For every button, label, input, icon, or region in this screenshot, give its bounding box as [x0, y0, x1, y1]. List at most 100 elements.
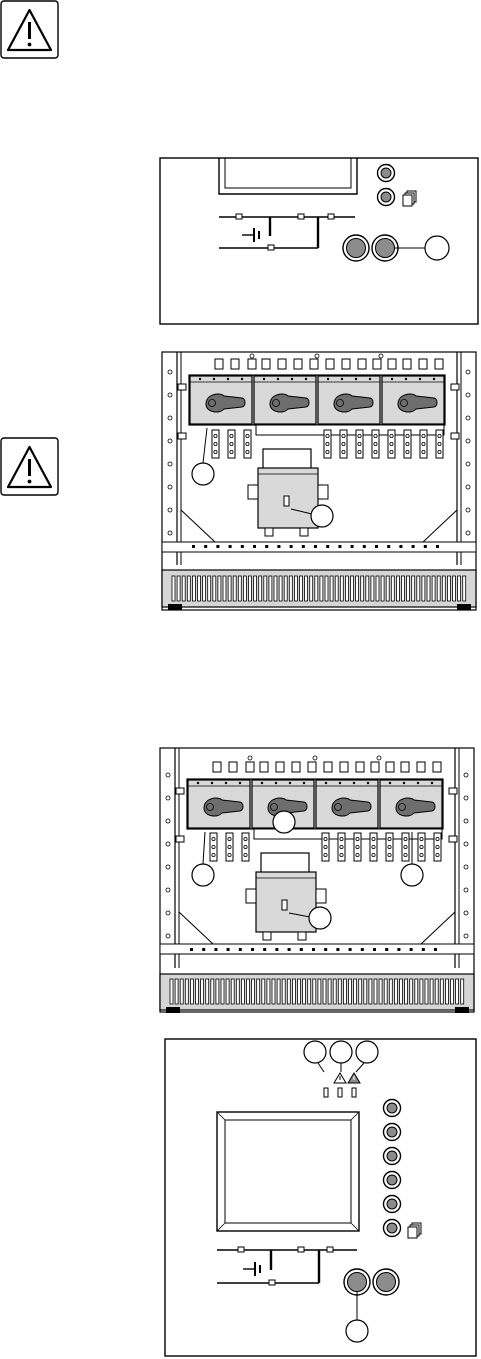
vent-slot	[228, 576, 231, 601]
vent-slot	[427, 576, 430, 601]
vent-slot	[259, 576, 262, 601]
vent-slot	[361, 576, 364, 601]
vent-slot	[170, 979, 173, 1004]
vent-slot	[241, 979, 244, 1004]
rail-rivet	[227, 948, 230, 951]
terminal-block	[212, 430, 219, 458]
callout-circle	[309, 907, 331, 929]
vent-slot	[412, 576, 415, 601]
vent-slot	[284, 576, 287, 601]
terminal-block	[310, 359, 318, 369]
control-button	[373, 1269, 399, 1295]
rail-rivet	[216, 545, 219, 548]
terminal-block	[371, 762, 379, 772]
rail-rivet	[190, 948, 193, 951]
vent-slot	[447, 576, 450, 601]
vent-slot	[323, 979, 326, 1004]
terminal-block	[292, 762, 300, 772]
terminal-block	[326, 359, 334, 369]
vent-slot	[223, 576, 226, 601]
vent-slot	[451, 979, 454, 1004]
vent-slot	[379, 979, 382, 1004]
callout-circle	[356, 1041, 378, 1063]
disconnect-switch	[190, 376, 252, 424]
vent-slot	[328, 979, 331, 1004]
vent-slot	[440, 979, 443, 1004]
vent-slot	[410, 979, 413, 1004]
vent-slot	[308, 979, 311, 1004]
led-indicator	[384, 1172, 401, 1189]
vent-slot	[425, 979, 428, 1004]
terminal-block	[228, 430, 235, 458]
vent-slot	[216, 979, 219, 1004]
ups-cabinet-switches-b	[160, 748, 474, 1013]
vent-slot	[386, 576, 389, 601]
vent-slot	[405, 979, 408, 1004]
vent-slot	[300, 576, 303, 601]
vent-slot	[243, 576, 246, 601]
led-indicator	[378, 165, 395, 182]
terminal-block	[419, 359, 427, 369]
terminal-block	[248, 359, 256, 369]
terminal-block	[324, 762, 332, 772]
vent-slot	[187, 576, 190, 601]
vent-slot	[236, 979, 239, 1004]
vent-slot	[198, 576, 201, 601]
rail-rivet	[253, 545, 256, 548]
callout-circle	[346, 1320, 368, 1342]
vent-slot	[335, 576, 338, 601]
vent-slot	[461, 979, 464, 1004]
callout-circle	[192, 463, 214, 485]
terminal-block	[210, 833, 217, 861]
vent-slot	[318, 979, 321, 1004]
terminal-block	[308, 762, 316, 772]
rail-rivet	[351, 545, 354, 548]
disconnect-switch	[254, 376, 316, 424]
terminal-block	[372, 430, 379, 458]
vent-slot	[402, 576, 405, 601]
vent-slot	[415, 979, 418, 1004]
terminal-block	[434, 833, 441, 861]
vent-slot	[310, 576, 313, 601]
callout-circle	[192, 864, 214, 886]
vent-slot	[247, 979, 250, 1004]
vent-slot	[303, 979, 306, 1004]
rail-rivet	[302, 545, 305, 548]
led-indicator	[384, 1124, 401, 1141]
vent-slot	[422, 576, 425, 601]
vent-slot	[320, 576, 323, 601]
vent-slot	[249, 576, 252, 601]
callout-circle	[273, 811, 295, 833]
copy-pages-icon	[403, 191, 416, 206]
vent-slot	[381, 576, 384, 601]
rail-rivet	[290, 545, 293, 548]
vent-slot	[364, 979, 367, 1004]
warning-triangle-icon	[1, 1, 58, 58]
vent-slot	[340, 576, 343, 601]
vent-slot	[272, 979, 275, 1004]
vent-slot	[338, 979, 341, 1004]
rail-rivet	[239, 948, 242, 951]
vent-slot	[359, 979, 362, 1004]
vent-slot	[190, 979, 193, 1004]
disconnect-switch	[188, 780, 250, 828]
rail-rivet	[251, 948, 254, 951]
rail-rivet	[397, 948, 400, 951]
rail-rivet	[300, 948, 303, 951]
vent-slot	[420, 979, 423, 1004]
vent-slot	[172, 576, 175, 601]
vent-slot	[196, 979, 199, 1004]
led-indicator	[384, 1148, 401, 1165]
disconnect-switch	[318, 376, 380, 424]
vent-slot	[252, 979, 255, 1004]
vent-slot	[185, 979, 188, 1004]
terminal-block	[388, 430, 395, 458]
vent-slot	[231, 979, 234, 1004]
rail-rivet	[387, 545, 390, 548]
terminal-block	[402, 833, 409, 861]
terminal-block	[278, 359, 286, 369]
vent-slot	[354, 979, 357, 1004]
vent-slot	[267, 979, 270, 1004]
vent-slot	[315, 576, 318, 601]
vent-slot	[435, 979, 438, 1004]
